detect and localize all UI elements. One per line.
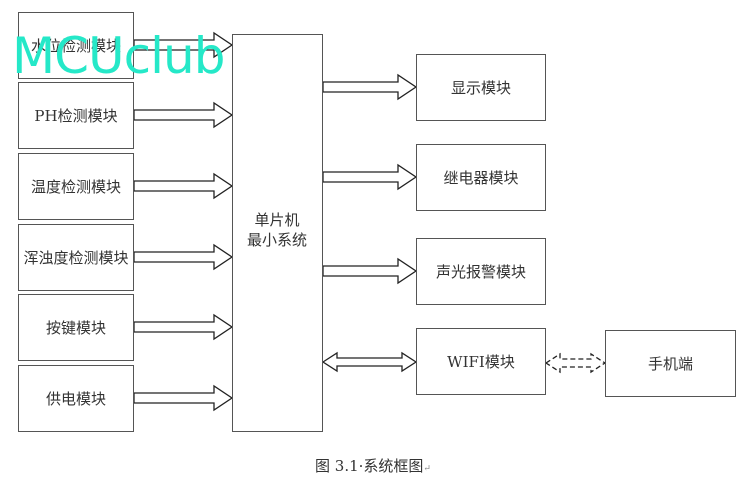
mcu-label: 单片机 最小系统 (232, 210, 322, 250)
turbidity-arrow (133, 243, 234, 271)
turbidity-module-label: 浑浊度检测模块 (23, 249, 129, 267)
ph-module-box: PH检测模块 (18, 82, 134, 149)
figure-caption-text: 图 3.1·系统框图 (315, 457, 424, 475)
relay-arrow (322, 163, 418, 191)
wifi-module-box: WIFI模块 (416, 328, 546, 395)
relay-module-box: 继电器模块 (416, 144, 546, 211)
wifi-bidirectional-arrow (321, 351, 418, 373)
ph-module-label: PH检测模块 (34, 107, 118, 125)
watermark: MCUclub (12, 27, 225, 85)
relay-module-label: 继电器模块 (443, 169, 519, 187)
water-level-module-box: 水位检测模块 (18, 12, 134, 79)
key-arrow (133, 313, 234, 341)
mcu-label-line2: 最小系统 (246, 231, 307, 249)
paragraph-mark: ↵ (423, 464, 431, 474)
power-module-box: 供电模块 (18, 365, 134, 432)
phone-label: 手机端 (647, 355, 693, 373)
display-module-label: 显示模块 (450, 79, 511, 97)
power-module-label: 供电模块 (45, 390, 106, 408)
temperature-module-label: 温度检测模块 (30, 178, 121, 196)
alarm-arrow (322, 257, 418, 285)
temperature-module-box: 温度检测模块 (18, 153, 134, 220)
temperature-arrow (133, 172, 234, 200)
key-module-box: 按键模块 (18, 294, 134, 361)
mcu-label-line1: 单片机 (254, 211, 300, 229)
power-arrow (133, 384, 234, 412)
wifi-module-label: WIFI模块 (447, 353, 515, 371)
ph-arrow (133, 101, 234, 129)
alarm-module-label: 声光报警模块 (435, 263, 526, 281)
display-arrow (322, 73, 418, 101)
figure-caption: 图 3.1·系统框图↵ (0, 455, 746, 476)
mcu-box (232, 34, 323, 432)
alarm-module-box: 声光报警模块 (416, 238, 546, 305)
water-level-module-label: 水位检测模块 (30, 37, 121, 55)
display-module-box: 显示模块 (416, 54, 546, 121)
key-module-label: 按键模块 (45, 319, 106, 337)
phone-bidirectional-dashed-arrow (544, 352, 607, 374)
turbidity-module-box: 浑浊度检测模块 (18, 224, 134, 291)
phone-box: 手机端 (605, 330, 736, 397)
water-level-arrow (133, 31, 234, 59)
